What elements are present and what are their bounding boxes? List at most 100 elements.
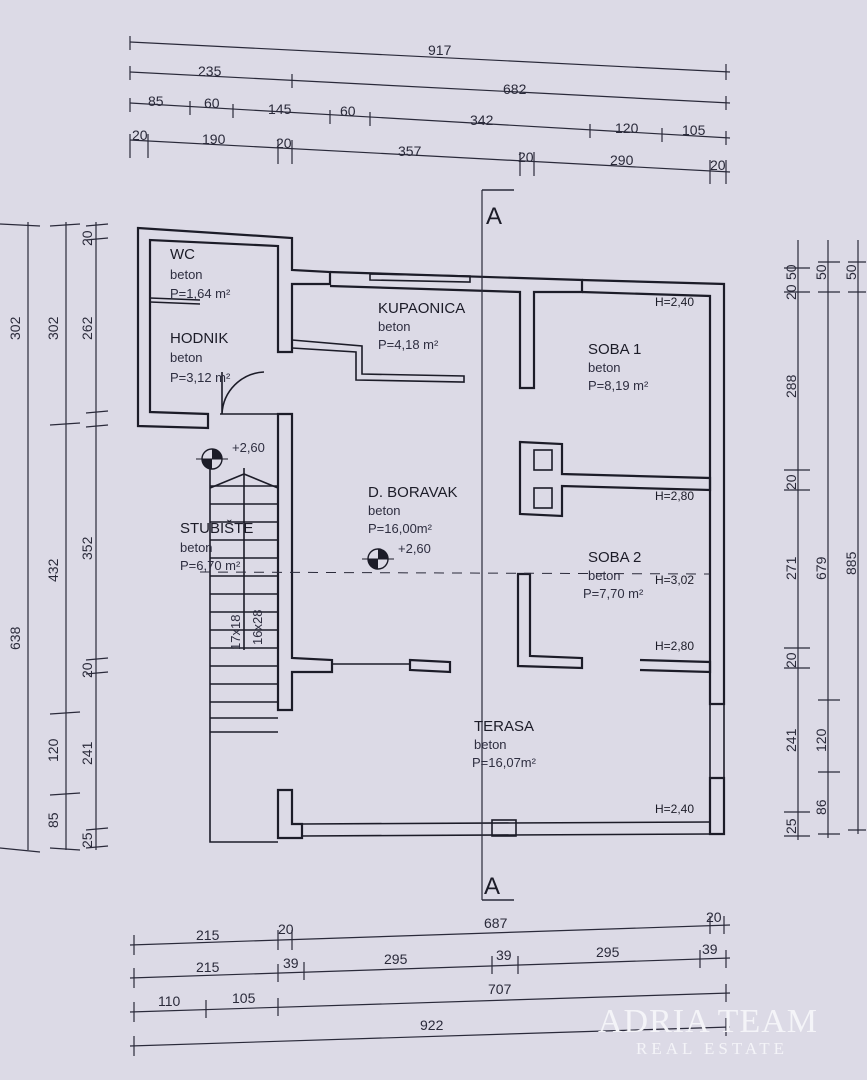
dim-bot-295b: 295 [596,944,620,960]
dim-top-85: 85 [148,93,164,109]
dim-right-120: 120 [813,728,829,752]
room-material: beton [170,350,203,365]
dim-bot-295a: 295 [384,951,408,967]
room-name: KUPAONICA [378,300,465,317]
left-dimensions: 638 302 302 432 120 85 262 20 352 20 241… [0,222,109,853]
watermark-logo: ADRIA TEAM REAL ESTATE [598,1003,818,1058]
stair-treads [209,468,279,733]
dim-left-638: 638 [7,626,23,650]
dim-top-290: 290 [610,152,634,168]
room-material: beton [378,319,411,334]
room-terasa: TERASA beton P=16,07m² [472,718,537,770]
watermark-tagline: REAL ESTATE [636,1039,788,1058]
dim-right-50c: 50 [843,264,859,280]
room-name: SOBA 1 [588,341,641,358]
room-material: beton [170,267,203,282]
room-material: beton [588,568,621,583]
walls [136,226,726,843]
dim-bot-922: 922 [420,1017,444,1033]
level-label-living: +2,60 [398,541,431,556]
dim-right-25: 25 [783,818,799,834]
top-dimensions: 917 235 682 85 60 145 60 342 120 105 20 … [129,36,731,184]
level-marker-living: +2,60 [362,541,431,570]
dim-bot-687: 687 [484,915,508,931]
dim-top-235: 235 [198,63,222,79]
stair-dim-treads: 16x28 [250,610,265,645]
dim-top-190: 190 [202,131,226,147]
dim-left-25: 25 [79,832,95,848]
section-marker-bottom: A [484,873,500,900]
dim-top-60a: 60 [204,95,220,111]
dim-bot-215a: 215 [196,927,220,943]
dim-right-20a: 20 [783,284,799,300]
height-label-soba2-top: H=2,80 [655,489,694,503]
dim-left-352: 352 [79,536,95,560]
dim-bot-707: 707 [488,981,512,997]
dim-top-357: 357 [398,143,422,159]
dim-left-20a: 20 [79,230,95,246]
room-name: WC [170,246,195,263]
dim-left-20b: 20 [79,662,95,678]
level-label-stairs: +2,60 [232,440,265,455]
bottom-dimensions: 215 20 687 20 215 39 295 39 295 39 110 1… [129,909,731,1056]
height-label-soba2-mid: H=3,02 [655,573,694,587]
dim-top-20b: 20 [276,135,292,151]
dim-bot-20a: 20 [278,921,294,937]
room-material: beton [180,540,213,555]
dim-right-679: 679 [813,556,829,580]
room-area: P=3,12 m² [170,370,231,385]
dim-right-86: 86 [813,799,829,815]
watermark-brand: ADRIA TEAM [598,1003,818,1040]
room-name: STUBIŠTE [180,520,253,537]
dim-left-120: 120 [45,738,61,762]
section-line-a: A A [199,189,711,901]
room-material: beton [588,360,621,375]
dim-right-50b: 50 [813,264,829,280]
dim-bot-110: 110 [158,993,181,1009]
room-material: beton [368,503,401,518]
dim-bot-105: 105 [232,990,256,1006]
dim-top-20c: 20 [518,149,534,165]
dim-right-20b: 20 [783,474,799,490]
dim-left-85: 85 [45,812,61,828]
dim-bot-215b: 215 [196,959,220,975]
room-material: beton [474,737,507,752]
dim-left-262: 262 [79,316,95,340]
room-area: P=16,00m² [368,521,433,536]
right-dimensions: 20 50 288 20 271 20 241 25 50 679 120 86… [783,240,866,840]
dim-top-145: 145 [268,101,292,117]
level-marker-stairs: +2,60 [196,440,265,470]
room-dnevni-boravak: D. BORAVAK beton P=16,00m² [368,484,457,536]
room-name: SOBA 2 [588,549,641,566]
dim-right-288: 288 [783,374,799,398]
room-area: P=16,07m² [472,755,537,770]
dim-left-302b: 302 [45,316,61,340]
room-area: P=8,19 m² [588,378,649,393]
section-marker-top: A [486,203,502,230]
dim-top-342: 342 [470,112,494,128]
dim-top-105: 105 [682,122,706,138]
room-name: TERASA [474,718,534,735]
room-name: HODNIK [170,330,228,347]
height-label-soba2-bottom: H=2,80 [655,639,694,653]
stair-dim-risers: 17x18 [228,615,243,650]
dim-right-20c: 20 [783,652,799,668]
dim-top-120: 120 [615,120,639,136]
room-area: P=4,18 m² [378,337,439,352]
room-area: P=7,70 m² [583,586,644,601]
dim-bot-39b: 39 [496,947,512,963]
room-soba-2: SOBA 2 beton P=7,70 m² [583,549,644,601]
dim-left-241: 241 [79,741,95,765]
dim-left-302a: 302 [7,316,23,340]
dim-bot-39a: 39 [283,955,299,971]
dim-left-432: 432 [45,558,61,582]
room-stubiste: STUBIŠTE beton P=6,70 m² [180,520,253,573]
dim-right-271: 271 [783,556,799,580]
dim-right-885: 885 [843,551,859,575]
height-label-soba1-top: H=2,40 [655,295,694,309]
dim-bot-20b: 20 [706,909,722,925]
dim-top-917: 917 [428,42,452,58]
dim-top-20a: 20 [132,127,148,143]
